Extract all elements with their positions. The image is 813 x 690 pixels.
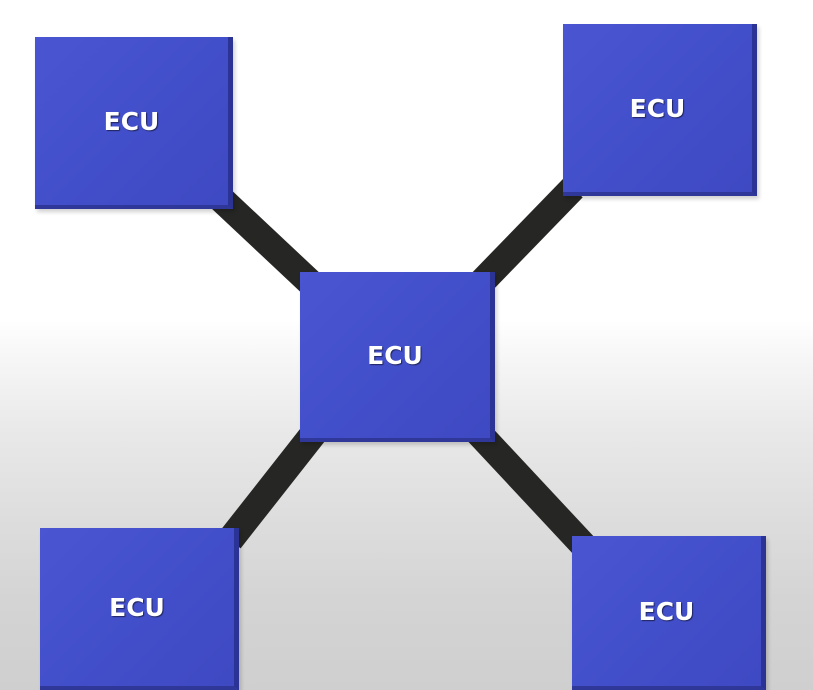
- link-bottom-left-to-center: [219, 419, 329, 549]
- ecu-label-top-right: ECU: [629, 93, 686, 123]
- ecu-node-bottom-left: ECU: [40, 528, 239, 690]
- ecu-label-bottom-left: ECU: [109, 592, 165, 622]
- ecu-node-top-right: ECU: [563, 24, 757, 196]
- ecu-label-top-left: ECU: [103, 106, 160, 136]
- ecu-node-top-left: ECU: [35, 37, 233, 209]
- link-bottom-right-to-center: [464, 418, 596, 558]
- link-top-right-to-center: [466, 178, 583, 298]
- ecu-label-center: ECU: [367, 340, 423, 370]
- ecu-label-bottom-right: ECU: [638, 596, 695, 626]
- ecu-node-bottom-right: ECU: [572, 536, 766, 690]
- link-top-left-to-center: [208, 186, 326, 298]
- ecu-node-center: ECU: [300, 272, 495, 442]
